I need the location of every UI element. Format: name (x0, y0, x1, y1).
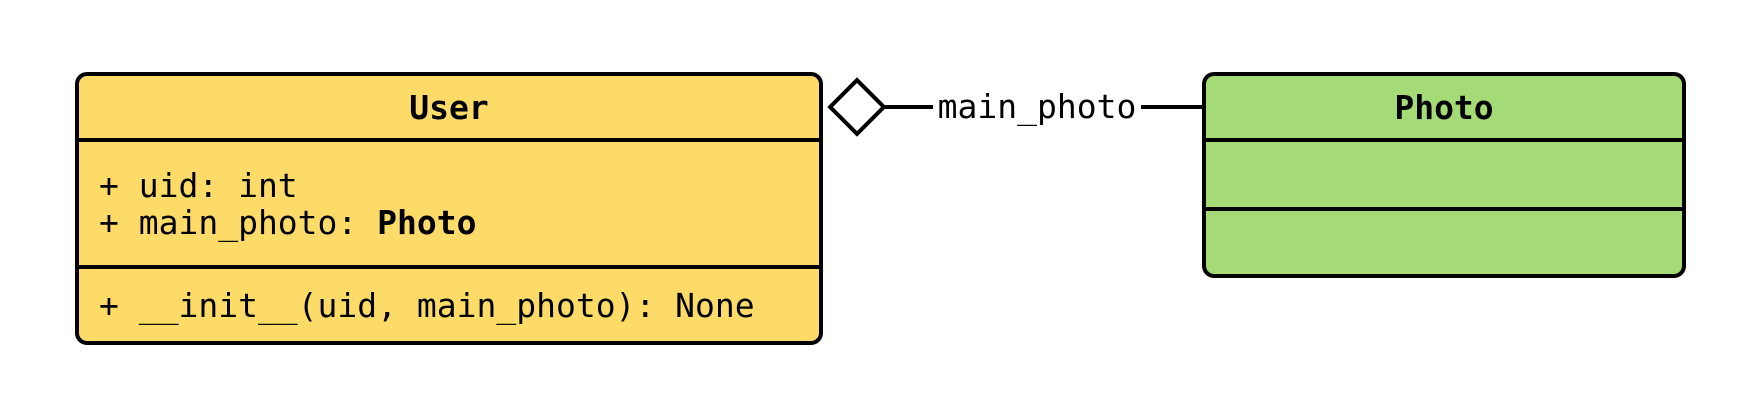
method-line: + __init__(uid, main_photo): None (99, 286, 755, 325)
class-methods-user: + __init__(uid, main_photo): None (79, 265, 819, 341)
edge-label: main_photo (937, 87, 1137, 126)
edge-line-left (885, 105, 933, 109)
edge-line-right (1141, 105, 1202, 109)
method-text: + __init__(uid, main_photo): None (99, 285, 755, 325)
class-box-user[interactable]: User + uid: int + main_photo: Photo + __… (75, 72, 823, 345)
class-title-photo: Photo (1394, 87, 1494, 127)
class-title-user: User (409, 87, 489, 127)
class-methods-photo (1206, 207, 1682, 274)
attribute-text: + uid: int (99, 166, 298, 205)
class-attributes-photo (1206, 138, 1682, 207)
class-attributes-user: + uid: int + main_photo: Photo (79, 138, 819, 265)
class-box-photo[interactable]: Photo (1202, 72, 1686, 278)
attribute-type-bold: Photo (377, 203, 477, 242)
attribute-line: + main_photo: Photo (99, 204, 819, 241)
attribute-line: + uid: int (99, 167, 819, 204)
attribute-text: + main_photo: (99, 203, 378, 242)
aggregation-diamond-icon (827, 77, 887, 137)
